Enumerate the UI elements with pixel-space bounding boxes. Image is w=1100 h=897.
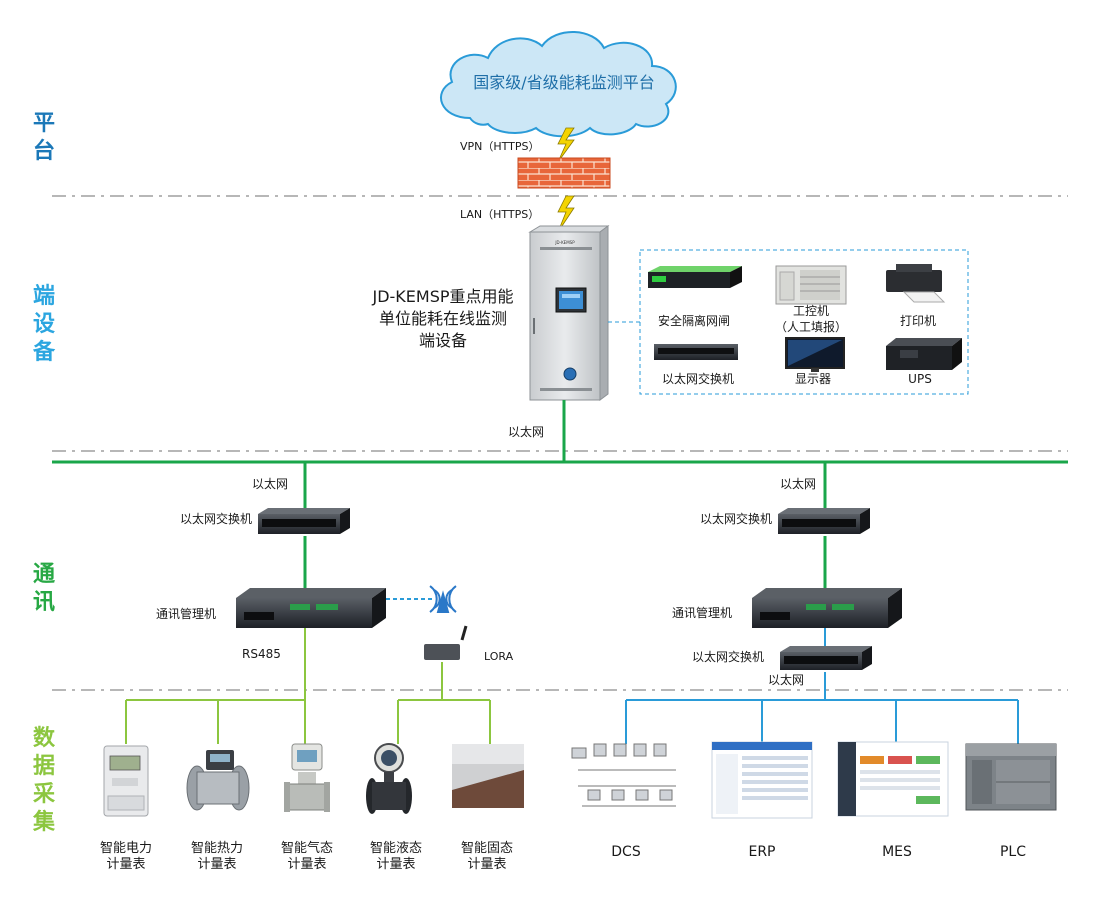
ethernet-label-left: 以太网 [252, 476, 288, 491]
lightning-link-icon [557, 127, 575, 233]
svg-text:智能固态: 智能固态 [461, 841, 513, 856]
svg-text:通: 通 [33, 562, 55, 587]
svg-text:讯: 讯 [33, 590, 55, 615]
svg-text:JD-KEMSP重点用能: JD-KEMSP重点用能 [371, 287, 513, 306]
system-labels: DCS ERP MES PLC [611, 844, 1026, 860]
svg-text:计量表: 计量表 [197, 857, 236, 872]
svg-text:台: 台 [33, 138, 55, 164]
right-ethernet-branch [625, 628, 1019, 744]
svg-text:安全隔离网闸: 安全隔离网闸 [658, 313, 730, 328]
plc-device-icon [965, 743, 1057, 811]
svg-text:单位能耗在线监测: 单位能耗在线监测 [379, 309, 507, 328]
ethernet-backbone [52, 400, 1068, 590]
svg-text:备: 备 [32, 339, 56, 365]
section-label-comm: 通 讯 [33, 562, 55, 615]
lora-label: LORA [484, 650, 514, 663]
firewall-icon [517, 157, 611, 189]
solid-meter-icon [452, 744, 524, 808]
comm-manager-icon-right [752, 588, 902, 628]
monitoring-cabinet-icon: JD-KEMSP [528, 225, 610, 401]
svg-text:端: 端 [33, 284, 55, 309]
monitor-icon [785, 337, 845, 372]
svg-text:（人工填报）: （人工填报） [775, 319, 847, 334]
svg-text:平: 平 [33, 111, 55, 136]
switch-label-left: 以太网交换机 [180, 511, 252, 526]
svg-text:UPS: UPS [908, 372, 932, 386]
gateway-device-icon [648, 266, 742, 288]
heat-meter-icon [186, 750, 250, 811]
dcs-diagram-icon [571, 743, 676, 807]
svg-text:以太网交换机: 以太网交换机 [662, 371, 734, 386]
gas-meter-icon [284, 743, 330, 812]
mes-screen-icon [837, 741, 949, 817]
svg-text:智能气态: 智能气态 [281, 840, 333, 856]
section-label-terminal: 端 设 备 [32, 284, 56, 365]
svg-text:端设备: 端设备 [419, 331, 467, 350]
vpn-link-label: VPN（HTTPS） [460, 140, 540, 153]
section-label-platform: 平 台 [33, 111, 55, 164]
svg-text:打印机: 打印机 [900, 314, 936, 328]
peripheral-labels: 安全隔离网闸 工控机 （人工填报） 打印机 以太网交换机 显示器 UPS [658, 304, 936, 386]
svg-text:PLC: PLC [1000, 844, 1026, 860]
switch-icon-lower [780, 646, 872, 670]
ups-icon [886, 338, 962, 370]
section-label-collect: 数 据 采 集 [32, 725, 56, 835]
rs485-label: RS485 [242, 647, 281, 661]
switch-icon-left [258, 508, 350, 534]
svg-text:智能电力: 智能电力 [100, 841, 152, 856]
svg-text:JD-KEMSP: JD-KEMSP [554, 240, 575, 245]
lora-module-icon [424, 625, 468, 660]
switch-icon [654, 344, 738, 360]
comm-manager-label-left: 通讯管理机 [156, 606, 216, 621]
meter-labels: 智能电力 计量表 智能热力 计量表 智能气态 计量表 智能液态 计量表 智能固态… [100, 840, 513, 872]
switch-label-right: 以太网交换机 [700, 511, 772, 526]
liquid-meter-icon [366, 743, 412, 814]
cabinet-label: JD-KEMSP重点用能 单位能耗在线监测 端设备 [371, 287, 513, 350]
svg-text:智能热力: 智能热力 [191, 841, 243, 856]
ethernet-label-lower: 以太网 [768, 672, 804, 687]
power-meter-icon [103, 745, 149, 817]
comm-manager-label-right: 通讯管理机 [672, 605, 732, 620]
svg-text:计量表: 计量表 [287, 857, 326, 872]
ethernet-label-main: 以太网 [508, 424, 544, 439]
lan-link-label: LAN（HTTPS） [460, 208, 539, 221]
printer-icon [886, 264, 946, 303]
svg-text:显示器: 显示器 [795, 372, 831, 386]
svg-text:据: 据 [33, 754, 55, 779]
wireless-antenna-icon [429, 585, 457, 613]
svg-text:采: 采 [33, 782, 55, 807]
switch-icon-right [778, 508, 870, 534]
industrial-pc-icon [775, 265, 847, 305]
svg-text:计量表: 计量表 [376, 857, 415, 872]
svg-text:计量表: 计量表 [106, 857, 145, 872]
ethernet-label-right: 以太网 [780, 476, 816, 491]
cloud-platform-icon: 国家级/省级能耗监测平台 [440, 31, 677, 138]
svg-text:计量表: 计量表 [467, 857, 506, 872]
svg-text:DCS: DCS [611, 844, 641, 860]
erp-screen-icon [711, 741, 813, 819]
svg-text:集: 集 [32, 809, 56, 835]
switch-label-lower: 以太网交换机 [692, 649, 764, 664]
cloud-platform-label: 国家级/省级能耗监测平台 [473, 73, 654, 92]
rs485-bus [125, 628, 491, 744]
svg-text:数: 数 [33, 725, 56, 751]
svg-text:工控机: 工控机 [793, 304, 829, 318]
section-dividers [52, 195, 1068, 691]
svg-text:MES: MES [882, 844, 912, 860]
comm-manager-icon-left [236, 588, 386, 628]
svg-text:ERP: ERP [748, 844, 775, 860]
svg-text:设: 设 [33, 312, 55, 337]
svg-text:智能液态: 智能液态 [370, 841, 422, 856]
